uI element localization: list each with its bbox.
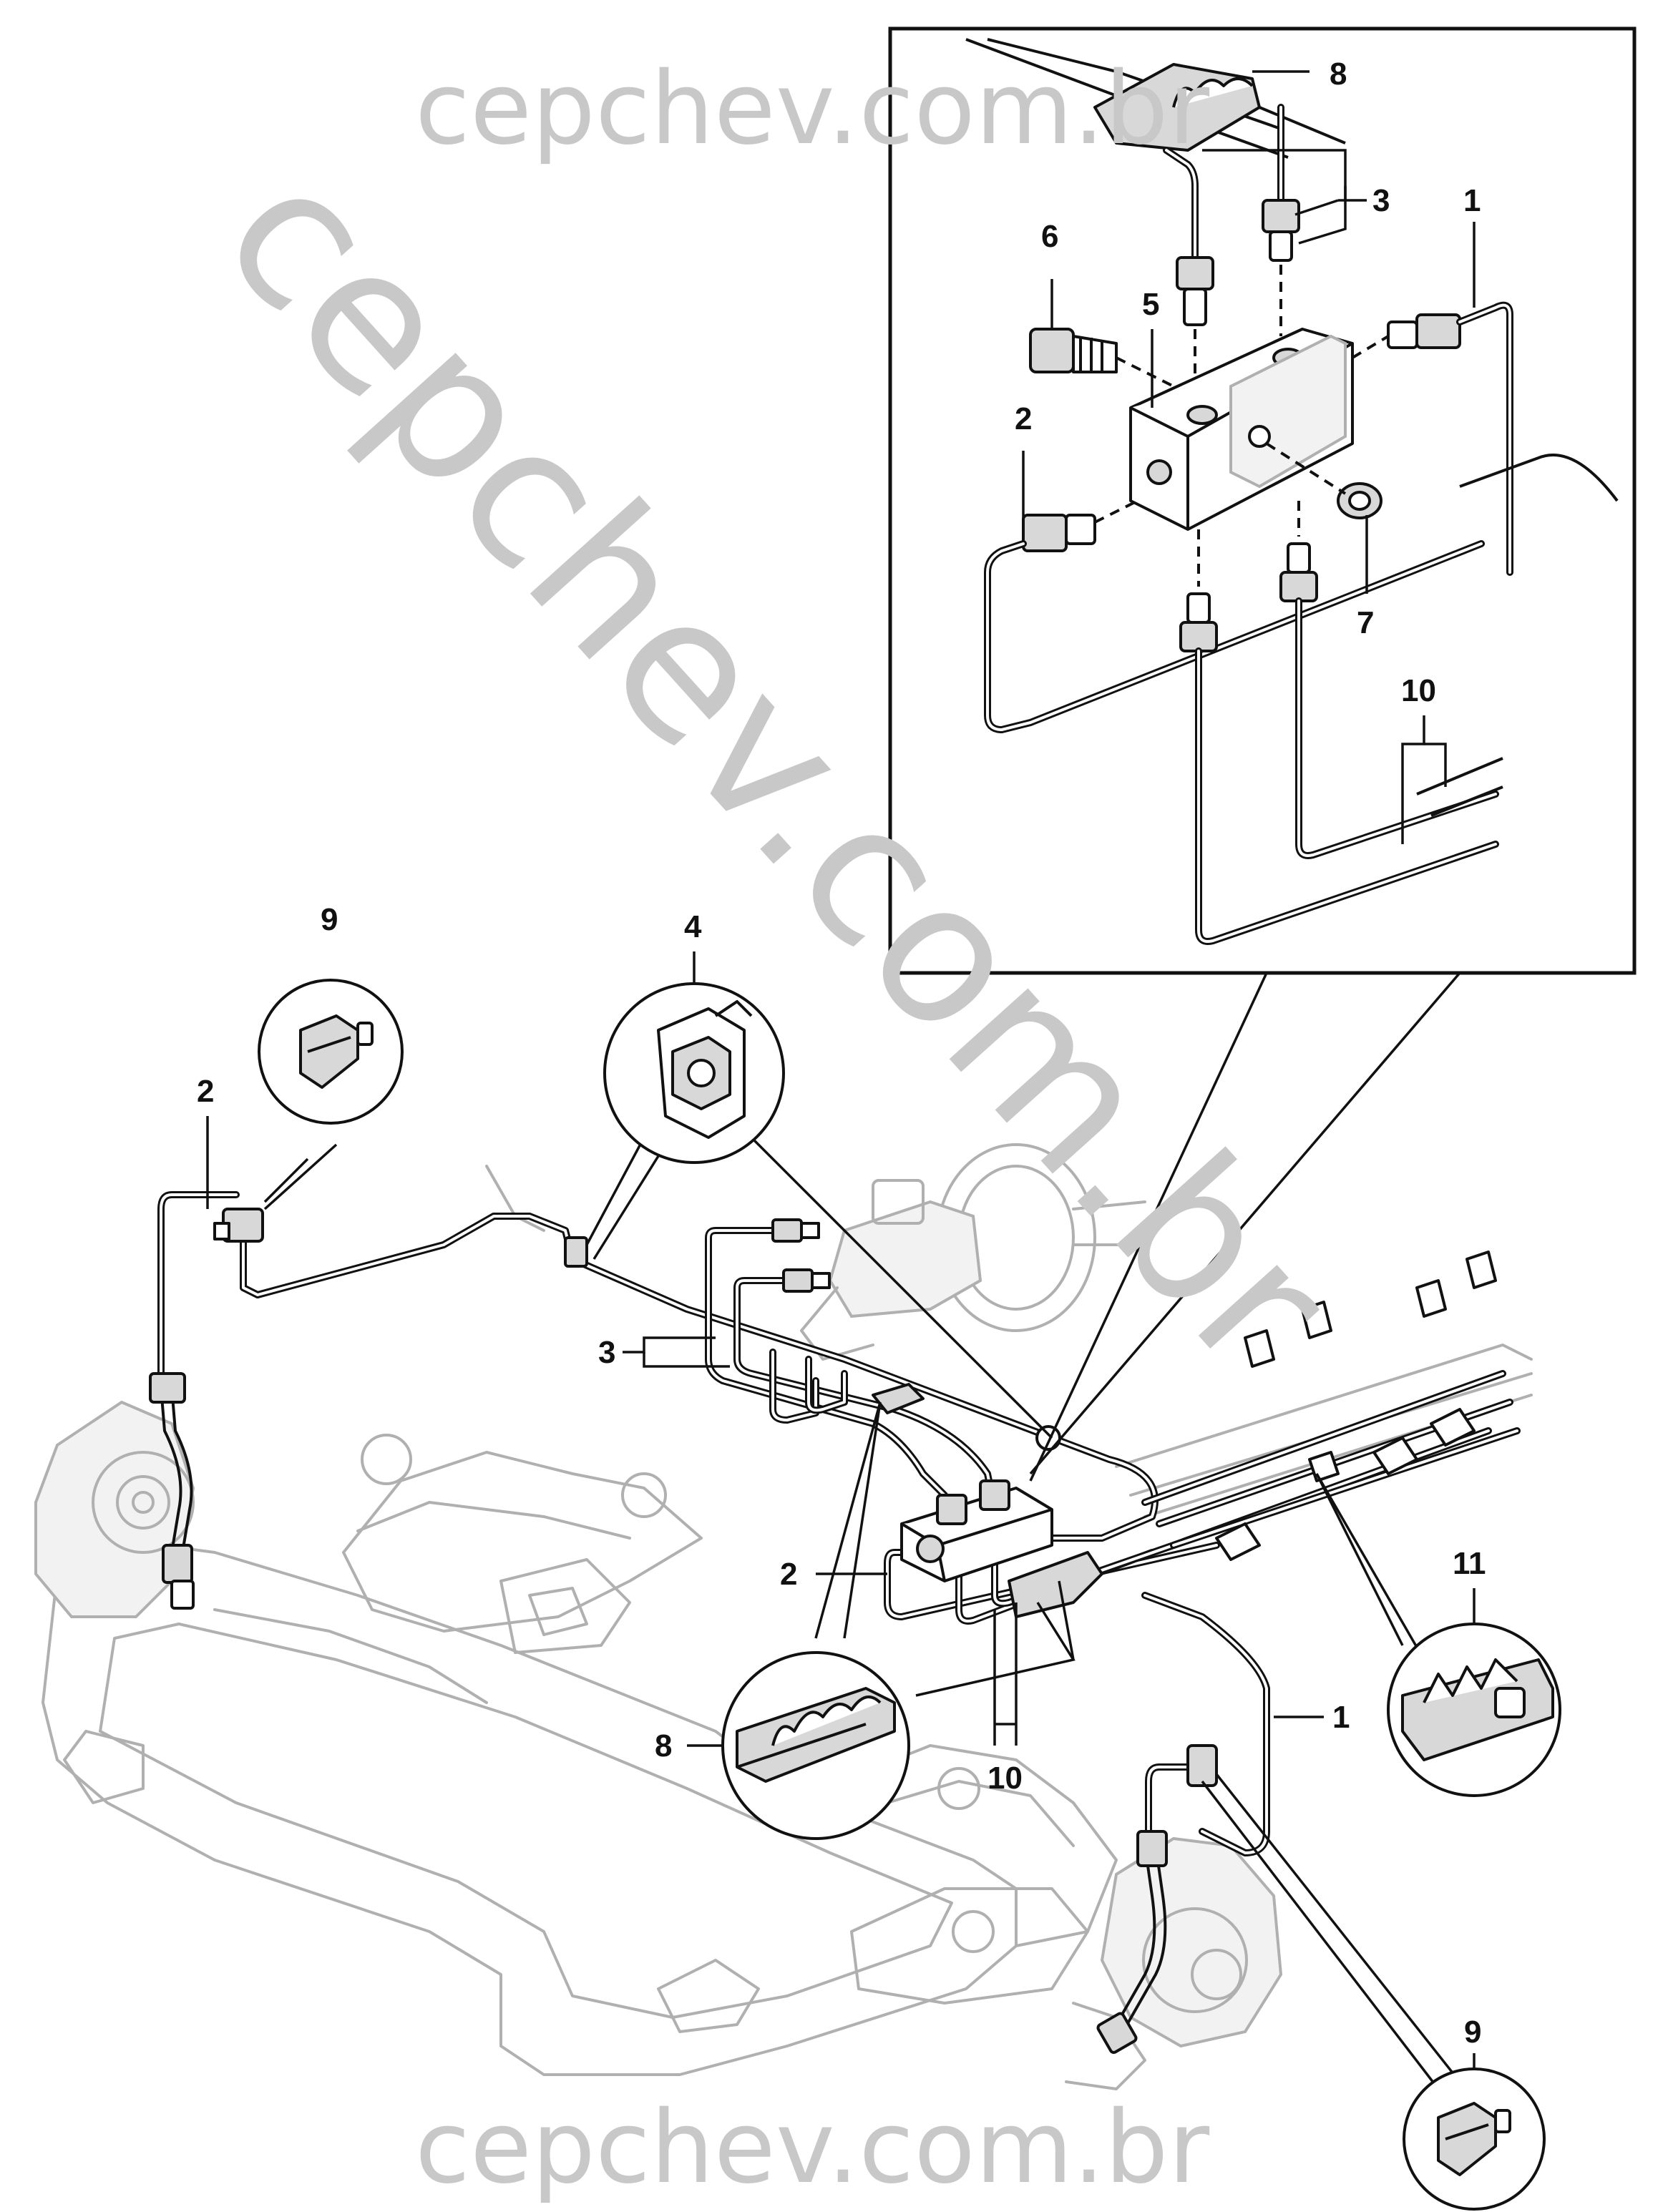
inset-detail	[888, 26, 1637, 975]
callout-7-inset: 7	[1357, 605, 1374, 640]
callout-4: 4	[684, 909, 702, 944]
callout-11: 11	[1453, 1546, 1486, 1581]
leader-lines	[206, 951, 1476, 2090]
callout-8-main: 8	[655, 1728, 672, 1763]
callout-9-left: 9	[321, 902, 338, 937]
detail-8	[721, 1651, 910, 1840]
watermark-top: cepchev.com.br	[415, 51, 1210, 167]
callout-10-main: 10	[987, 1761, 1023, 1796]
detail-9-right	[1403, 2067, 1546, 2211]
detail-11	[1387, 1623, 1561, 1797]
callout-3-main: 3	[598, 1335, 615, 1370]
callout-5-inset: 5	[1142, 287, 1159, 322]
callout-2-left: 2	[197, 1074, 214, 1109]
main-callouts: 9 4 2 3 2 11 1 8 10 9	[197, 902, 1486, 2050]
callout-1-inset: 1	[1463, 183, 1481, 218]
callout-2-center: 2	[780, 1557, 797, 1592]
watermark-bottom: cepchev.com.br	[415, 2090, 1210, 2206]
callout-8-inset: 8	[1330, 57, 1347, 92]
callout-2-inset: 2	[1015, 401, 1032, 436]
inset-callouts: 8 3 1 6 5 2 7 10	[1015, 57, 1481, 708]
callout-10-inset: 10	[1401, 673, 1436, 708]
callout-9-right: 9	[1464, 2015, 1481, 2050]
detail-4	[603, 982, 785, 1164]
callout-1-main: 1	[1332, 1700, 1350, 1735]
main-components	[213, 1208, 1497, 1787]
detail-9-left	[258, 979, 404, 1125]
callout-3-inset: 3	[1372, 183, 1390, 218]
subframe-ghost	[34, 1143, 1533, 2090]
callout-6-inset: 6	[1041, 219, 1058, 254]
